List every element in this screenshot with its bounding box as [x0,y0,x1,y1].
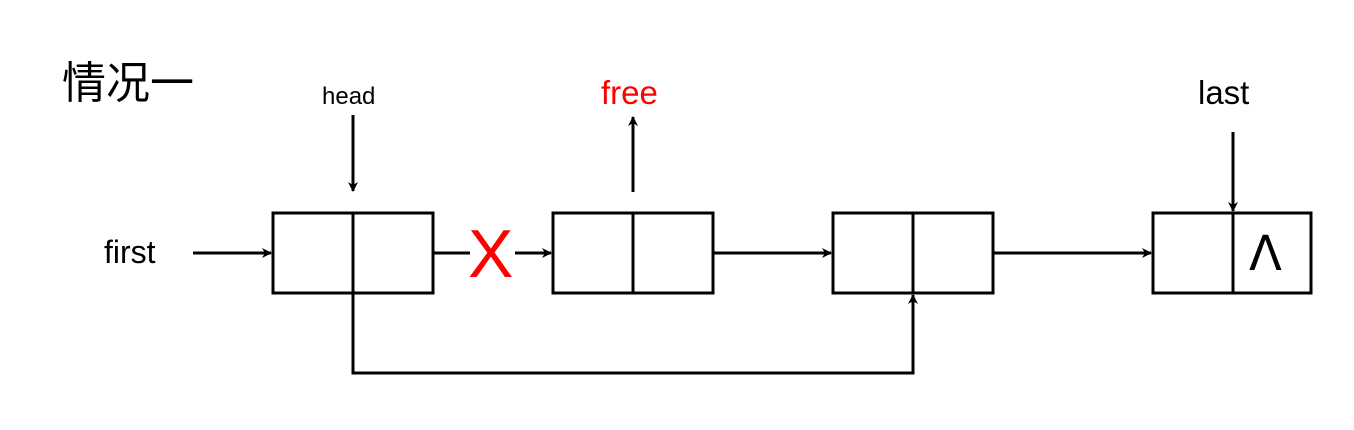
bypass-link-arrow [351,293,918,375]
node-4 [1151,211,1313,295]
node-2 [551,211,715,295]
node-1 [271,211,435,295]
cut-mark: X [468,216,514,292]
head-label: head [322,83,376,110]
last-label: last [1198,74,1250,111]
null-symbol: Λ [1249,226,1282,282]
diagram-title: 情况一 [62,58,194,109]
first-label: first [104,234,156,270]
free-label: free [601,74,658,111]
node-3 [831,211,995,295]
